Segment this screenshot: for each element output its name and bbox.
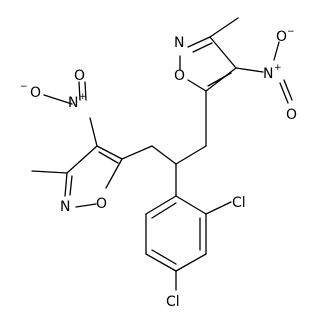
structure-diagram: N O N + O − O N + O − O N O Cl Cl — [20, 17, 297, 310]
bond-nitro-top-oa — [273, 41, 280, 61]
bond-c5-o-left — [105, 158, 123, 189]
bond-nitro-left-ob-double — [84, 81, 87, 101]
bond-ar-1-2 — [175, 195, 207, 215]
dichlorophenyl-ring — [145, 195, 232, 291]
bond-ar-4-5-inner — [151, 249, 177, 265]
charge-plus-left: + — [79, 92, 87, 102]
bond-c4-c5-top — [205, 67, 237, 92]
bond-ar-4-5 — [145, 253, 177, 272]
atom-cl-ortho: Cl — [232, 195, 246, 211]
bond-c3-n-left — [64, 172, 68, 197]
bond-ar-3-4 — [175, 253, 207, 272]
bond-o-n-left — [75, 203, 97, 208]
bond-c3-c4-left — [66, 145, 98, 174]
bond-n-c3-top-double — [192, 42, 213, 53]
molecule-canvas: N O N + O − O N + O − O N O Cl Cl — [20, 17, 297, 310]
bond-nitro-top-ob — [279, 82, 289, 104]
nitro-group-left — [43, 81, 87, 105]
atom-o-nitro-left-b: O — [74, 68, 85, 84]
bond-c3-n-left-double — [69, 175, 73, 196]
bond-methyl-top — [209, 17, 239, 38]
isoxazole-ring-left — [31, 117, 123, 208]
charge-plus-top: + — [274, 63, 282, 73]
atom-o-nitro-top-b: O — [286, 107, 297, 123]
atom-cl-para: Cl — [166, 294, 180, 310]
nitro-group-top — [273, 41, 293, 104]
bond-ch-ch2-right — [175, 145, 207, 165]
bond-ar-cl-ortho — [205, 201, 232, 215]
atom-o-ring-top: O — [174, 68, 185, 84]
bond-c4-c5-left — [96, 145, 123, 160]
bond-c5-o-top — [187, 79, 207, 92]
bond-nitro-left-oa — [43, 94, 73, 105]
bond-c4-nitro-left — [89, 117, 98, 147]
atom-n-nitro-top: N — [263, 66, 273, 82]
atom-o-ring-left: O — [96, 196, 107, 212]
bond-ar-6-1 — [145, 195, 177, 215]
bond-nitro-left-ob — [78, 81, 81, 101]
bond-methyl-left — [31, 170, 68, 174]
atom-n-ring-left: N — [60, 199, 70, 215]
atom-n-ring-top: N — [174, 35, 184, 51]
atom-o-nitro-left-a: O — [30, 85, 41, 101]
bond-ar-6-1-inner — [151, 202, 177, 219]
propane-chain — [121, 90, 207, 197]
bond-ch2-ch-left — [151, 145, 177, 165]
charge-minus-left: − — [20, 82, 28, 92]
bond-c3-c4-top — [209, 36, 237, 69]
atom-n-nitro-left: N — [68, 95, 78, 111]
bond-c4-nitro-top — [235, 67, 264, 73]
bond-c5-ch2-left — [121, 145, 153, 160]
charge-minus-top: − — [287, 27, 295, 37]
isoxazole-ring-top — [179, 17, 264, 92]
bond-n-c3-top — [187, 36, 211, 48]
bond-nitro-top-ob-double — [283, 79, 293, 101]
bond-c4-c5-top-double — [207, 72, 232, 87]
atom-o-nitro-top-a: O — [276, 29, 287, 45]
bond-c4-c5-left-double — [98, 151, 119, 164]
